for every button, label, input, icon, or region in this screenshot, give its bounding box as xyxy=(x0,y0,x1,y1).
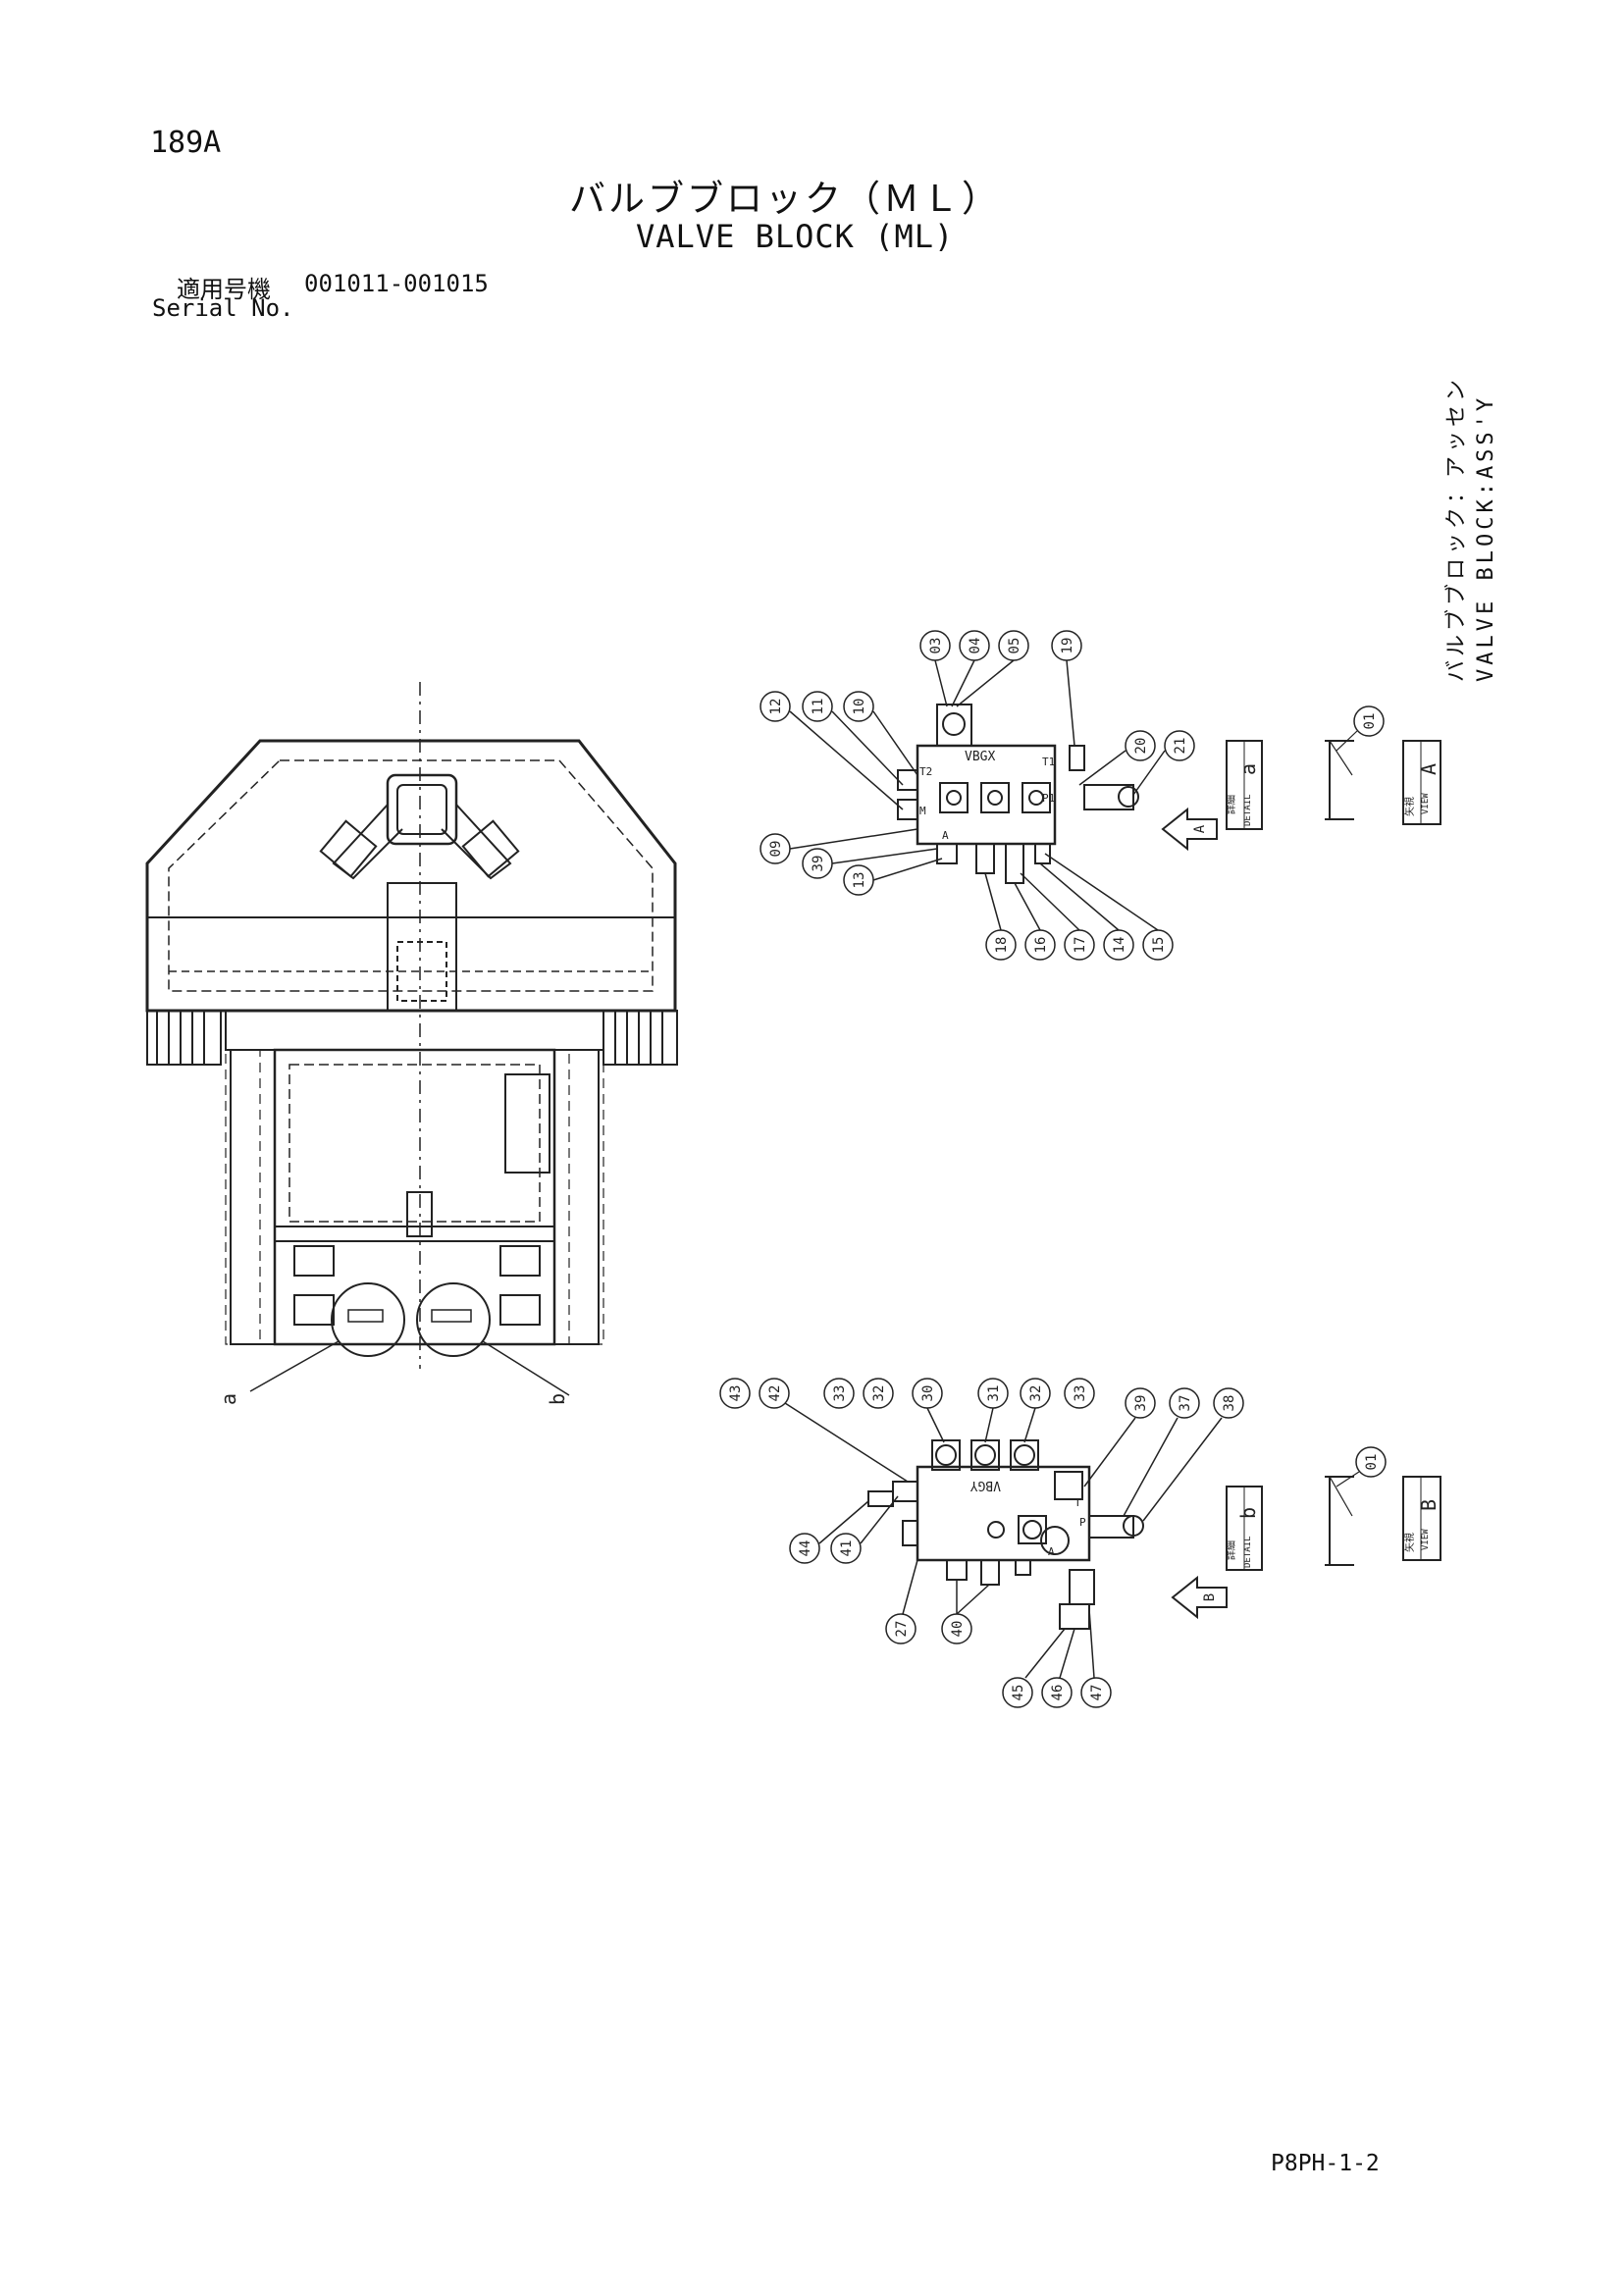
valve-a-port-t1: T1 xyxy=(1042,756,1055,768)
drawing-code: P8PH-1-2 xyxy=(1271,2151,1380,2176)
machine-label-b: b xyxy=(546,1393,569,1405)
balloon-38: 38 xyxy=(1222,1395,1237,1412)
view-a-jp: 矢視 xyxy=(1403,797,1416,816)
balloon-33-left: 33 xyxy=(832,1385,848,1402)
title-japanese: バルブブロック（ＭＬ） xyxy=(569,178,1001,220)
title-english: VALVE BLOCK (ML) xyxy=(636,218,955,255)
balloon-42: 42 xyxy=(767,1385,783,1402)
balloon-41: 41 xyxy=(839,1540,855,1557)
balloon-03: 03 xyxy=(928,638,944,654)
balloon-15: 15 xyxy=(1151,937,1167,954)
balloon-21: 21 xyxy=(1173,738,1188,755)
balloon-47: 47 xyxy=(1089,1685,1105,1701)
view-b-letter: B xyxy=(1417,1499,1441,1511)
view-arrow-b xyxy=(1171,1575,1228,1620)
serial-value: 001011-001015 xyxy=(304,270,489,297)
valve-a-port-t2: T2 xyxy=(919,765,932,778)
balloon-44: 44 xyxy=(798,1540,813,1557)
balloon-39-b: 39 xyxy=(1133,1395,1149,1412)
machine-label-a: a xyxy=(217,1393,240,1405)
valve-a-port-a: A xyxy=(942,829,949,842)
valve-b-balloons xyxy=(719,1378,1244,1708)
balloon-30: 30 xyxy=(920,1385,936,1402)
balloon-04: 04 xyxy=(968,638,983,654)
balloon-46: 46 xyxy=(1050,1685,1066,1701)
balloon-32-left: 32 xyxy=(871,1385,887,1402)
valve-a-port-p1: P1 xyxy=(1042,792,1055,805)
view-b-en: VIEW xyxy=(1421,1529,1431,1550)
balloon-16: 16 xyxy=(1033,937,1049,954)
view-arrow-a xyxy=(1161,807,1218,852)
balloon-33-right: 33 xyxy=(1073,1385,1088,1402)
balloon-12: 12 xyxy=(768,699,784,715)
view-a-box xyxy=(1402,740,1441,825)
view-a-letter: A xyxy=(1417,763,1441,775)
balloon-13: 13 xyxy=(852,872,867,889)
balloon-32-right: 32 xyxy=(1028,1385,1044,1402)
valve-block-a xyxy=(897,704,1139,884)
valve-a-balloons xyxy=(760,630,1195,961)
detail-a-letter: a xyxy=(1236,763,1260,775)
balloon-05: 05 xyxy=(1007,638,1022,654)
valve-b-port-t: T xyxy=(1074,1496,1081,1509)
balloon-17: 17 xyxy=(1073,937,1088,954)
balloon-19: 19 xyxy=(1060,638,1075,654)
balloon-10: 10 xyxy=(852,699,867,715)
balloon-45: 45 xyxy=(1011,1685,1026,1701)
serial-label-english: Serial No. xyxy=(152,294,294,322)
valve-b-port-p: P xyxy=(1079,1516,1086,1529)
valve-a-port-m: M xyxy=(919,805,926,817)
balloon-20: 20 xyxy=(1133,738,1149,755)
balloon-18: 18 xyxy=(994,937,1010,954)
detail-a-en: DETAIL xyxy=(1243,794,1253,826)
balloon-39-a: 39 xyxy=(811,856,826,872)
valve-a-block-label: VBGX xyxy=(965,750,995,764)
view-b-box xyxy=(1402,1476,1441,1561)
view-a-balloon: 01 xyxy=(1362,713,1378,730)
valve-block-b xyxy=(867,1439,1144,1630)
balloon-31: 31 xyxy=(986,1385,1002,1402)
detail-b-letter: b xyxy=(1236,1507,1260,1519)
detail-a-jp: 詳細 xyxy=(1225,795,1237,814)
view-a-drawing xyxy=(1325,705,1385,820)
view-arrow-b-letter: B xyxy=(1202,1593,1218,1601)
page-number: 189A xyxy=(150,126,222,160)
machine-top-view xyxy=(145,682,678,1396)
balloon-40: 40 xyxy=(950,1621,966,1638)
balloon-37: 37 xyxy=(1178,1395,1193,1412)
view-b-jp: 矢視 xyxy=(1403,1533,1416,1552)
detail-b-en: DETAIL xyxy=(1243,1536,1253,1568)
balloon-43: 43 xyxy=(728,1385,744,1402)
view-arrow-a-letter: A xyxy=(1192,824,1208,833)
valve-b-port-a: A xyxy=(1048,1545,1055,1558)
balloon-11: 11 xyxy=(811,699,826,715)
serial-label-japanese: 適用号機 xyxy=(177,276,271,303)
view-b-balloon: 01 xyxy=(1364,1454,1380,1471)
balloon-27: 27 xyxy=(894,1621,910,1638)
view-a-en: VIEW xyxy=(1421,793,1431,814)
balloon-09: 09 xyxy=(768,841,784,858)
view-b-drawing xyxy=(1325,1446,1387,1566)
valve-b-block-label: VBGY xyxy=(970,1478,1001,1492)
detail-b-jp: 詳細 xyxy=(1225,1540,1237,1560)
balloon-14: 14 xyxy=(1112,937,1127,954)
